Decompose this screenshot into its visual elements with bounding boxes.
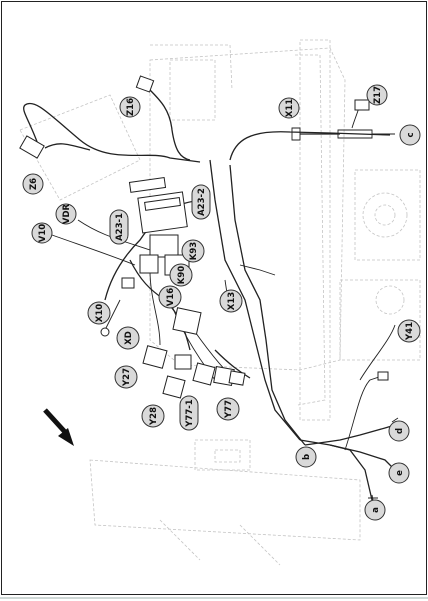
callout-v16: V16: [158, 285, 182, 309]
callout-y27: Y27: [114, 365, 138, 389]
callout-y77: Y77: [216, 397, 240, 421]
label-y77: Y77: [224, 400, 234, 419]
label-x10: X10: [95, 304, 105, 322]
direction-arrow-icon: [43, 408, 74, 446]
callout-v10: V10: [31, 222, 53, 244]
label-z16: Z16: [126, 98, 136, 116]
callout-xd: XD: [116, 326, 140, 350]
callout-x13: X13: [219, 289, 243, 313]
callout-z16: Z16: [119, 96, 141, 118]
label-e: e: [395, 470, 405, 476]
callout-z6: Z6: [22, 173, 44, 195]
callout-x10: X10: [87, 301, 111, 325]
label-d: d: [395, 428, 405, 434]
callout-z17: Z17: [366, 84, 388, 106]
callout-k93: K93: [181, 239, 205, 263]
callout-b: b: [295, 446, 317, 468]
label-y77-1: Y77-1: [185, 399, 195, 428]
label-v16: V16: [166, 288, 176, 306]
callout-a23-1: A23-1: [109, 209, 129, 245]
components: [19, 75, 400, 506]
label-y28: Y28: [149, 407, 159, 426]
label-y27: Y27: [122, 368, 132, 387]
label-z6: Z6: [29, 178, 39, 190]
label-k93: K93: [189, 242, 199, 261]
callout-vdr: VDR: [55, 203, 77, 225]
callout-d: d: [388, 420, 410, 442]
label-a: a: [371, 507, 381, 513]
label-xd: XD: [124, 331, 134, 345]
callout-y41: Y41: [397, 319, 421, 343]
harness-wires: [23, 89, 396, 501]
callout-e: e: [388, 462, 410, 484]
callout-x11: X11: [278, 97, 300, 119]
label-x13: X13: [227, 292, 237, 310]
label-a23-2: A23-2: [197, 188, 207, 216]
label-x11: X11: [285, 99, 295, 117]
callout-c: c: [399, 124, 421, 146]
callout-a: a: [364, 499, 386, 521]
callout-y28: Y28: [141, 404, 165, 428]
label-c: c: [406, 132, 416, 137]
label-y41: Y41: [405, 322, 415, 341]
machine-outline: [19, 39, 421, 566]
label-a23-1: A23-1: [115, 213, 125, 241]
label-b: b: [302, 454, 312, 460]
callout-k90: K90: [169, 263, 193, 287]
label-vdr: VDR: [62, 203, 72, 224]
label-k90: K90: [177, 266, 187, 285]
label-z17: Z17: [373, 86, 383, 104]
callout-y77-1: Y77-1: [179, 395, 199, 431]
label-v10: V10: [38, 224, 48, 242]
callout-a23-2: A23-2: [191, 184, 211, 220]
